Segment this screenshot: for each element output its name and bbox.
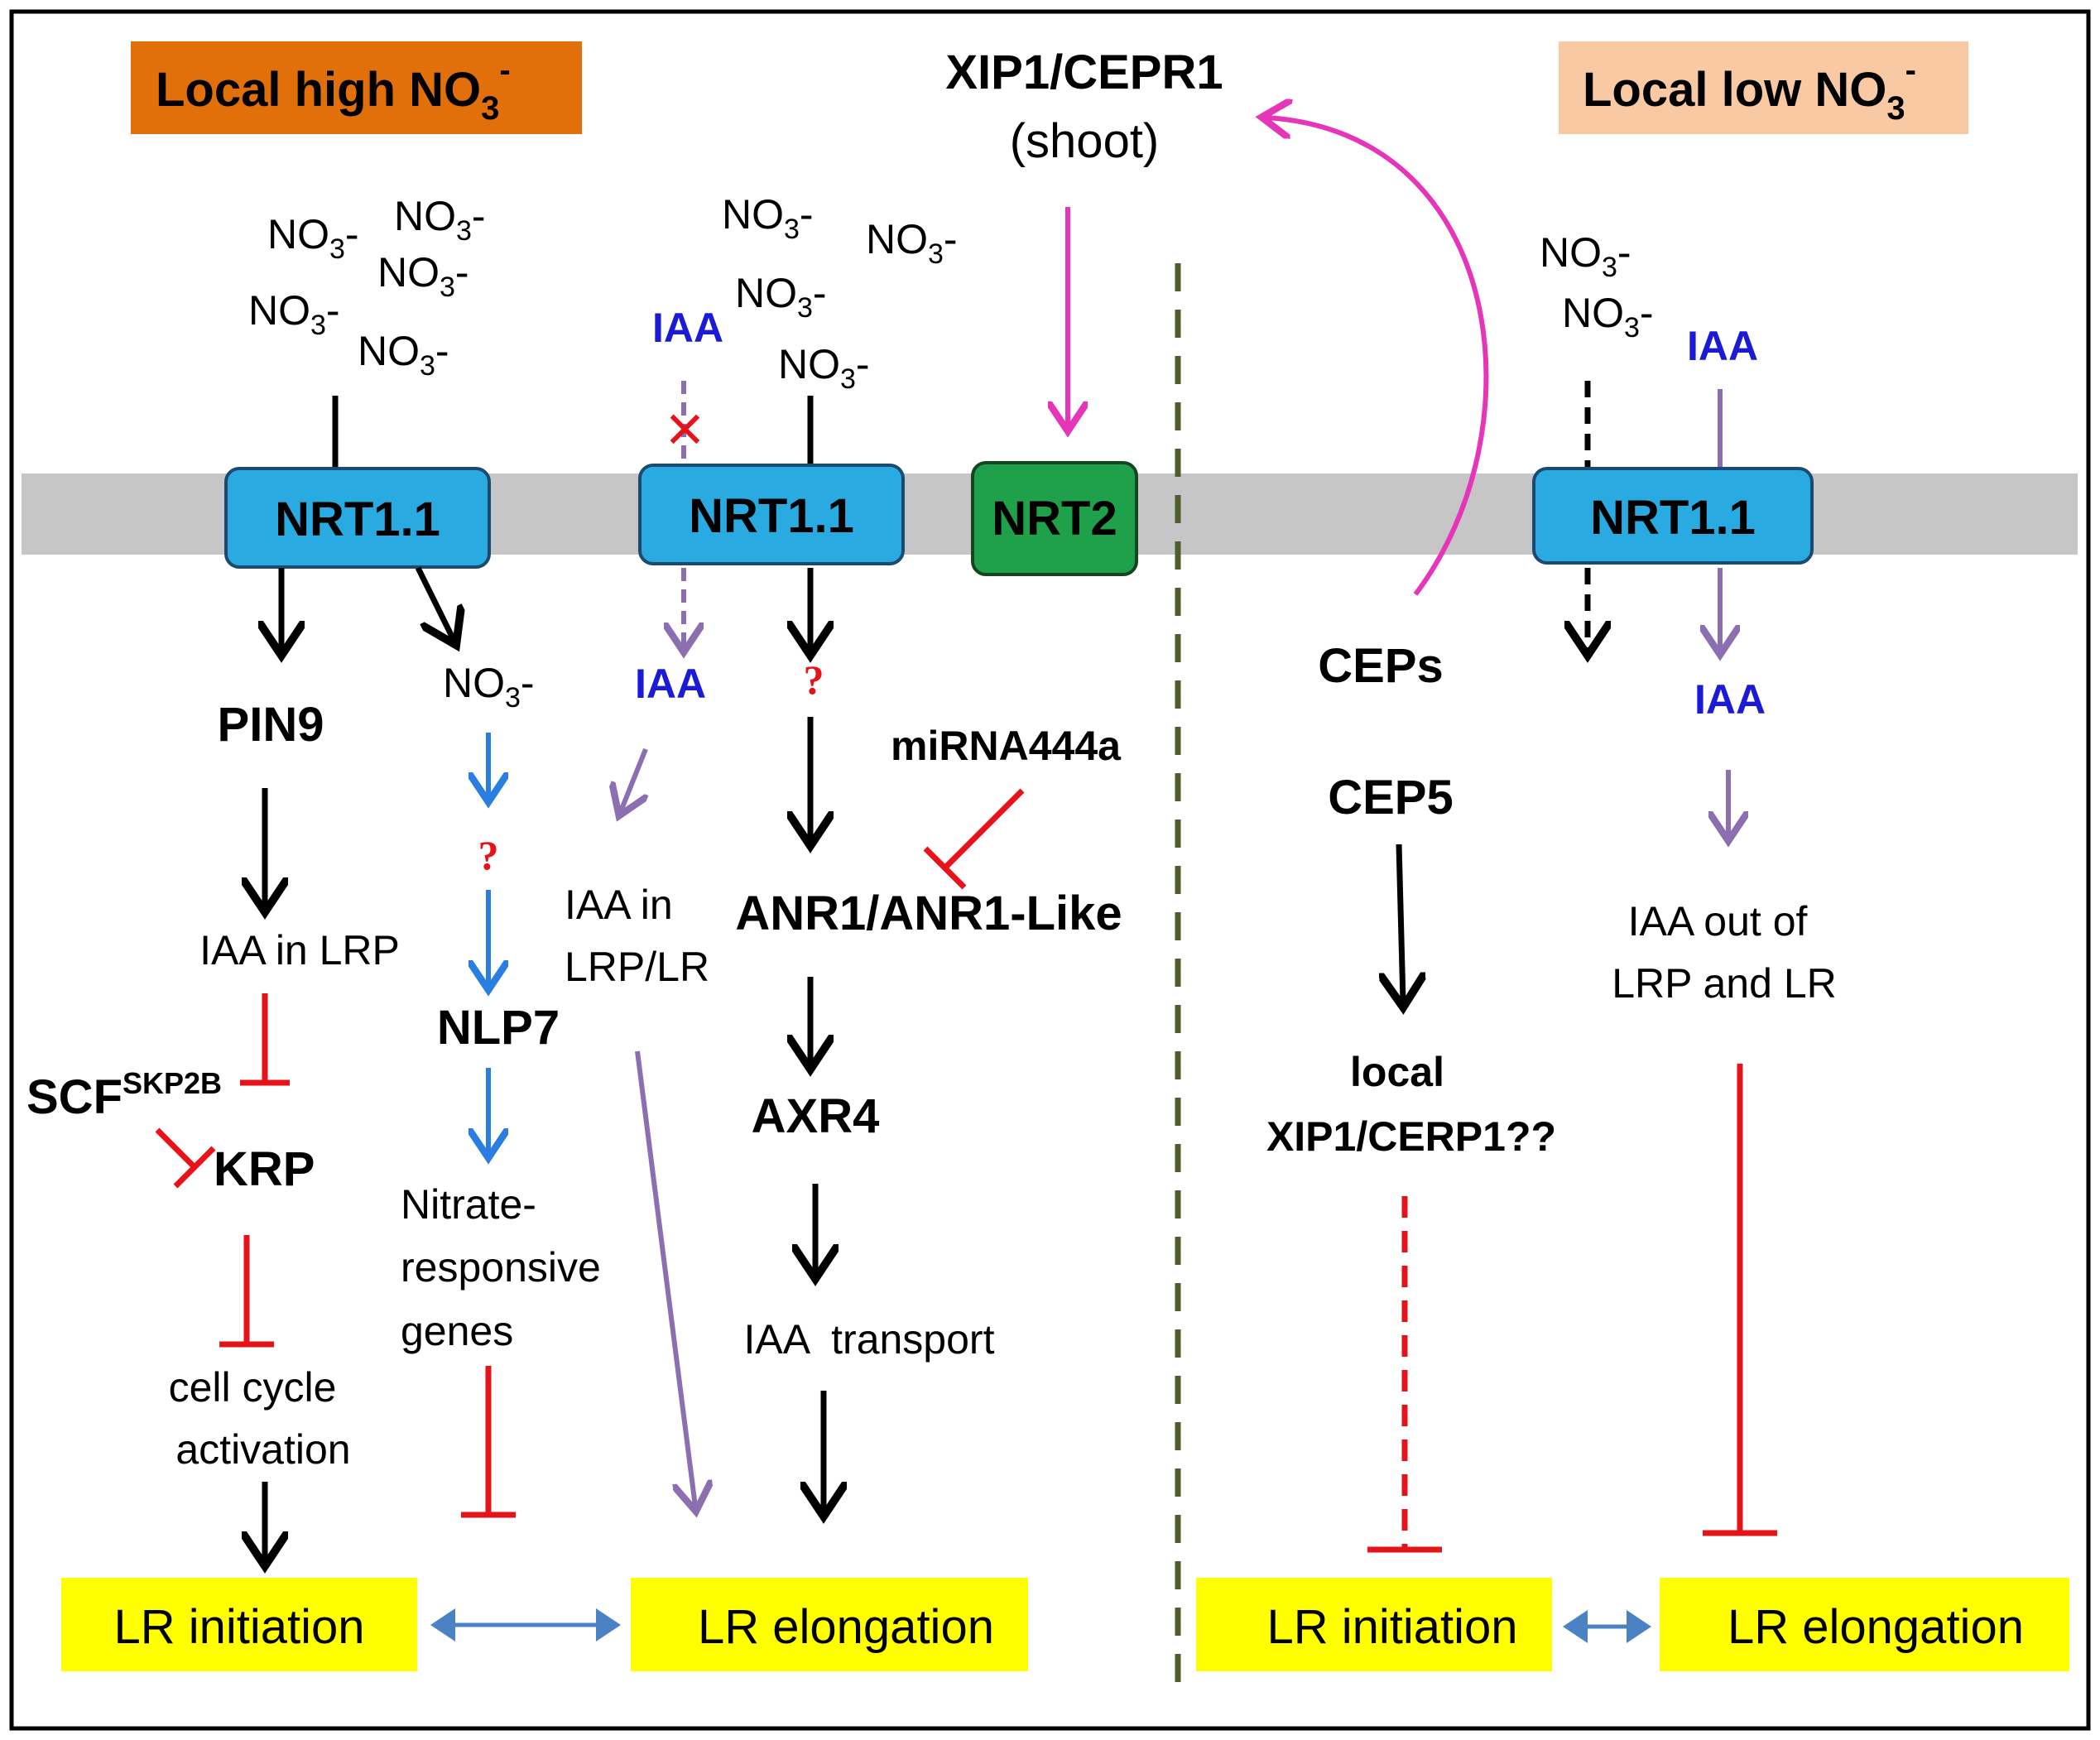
mirna-label: miRNA444a: [891, 723, 1122, 769]
cell-cycle-label-line2: activation: [175, 1426, 350, 1473]
unknown-mark-anr: ?: [804, 656, 824, 703]
genes-label-line3: genes: [401, 1308, 513, 1354]
internal-nitrate-label: NO3-: [443, 660, 535, 714]
scf-inhibits-krp-bar: [173, 1146, 216, 1189]
lr-elongation-box-low: LR elongation: [1660, 1578, 2069, 1671]
mirna-inhibits-anr1-bar: [923, 846, 967, 890]
nrt2-label: NRT2: [992, 492, 1117, 546]
nitrate-label: NO3-: [778, 341, 870, 395]
genes-label-line2: responsive: [401, 1244, 601, 1291]
local-label-line1: local: [1350, 1049, 1444, 1095]
low-no3-main: Local low NO: [1583, 63, 1886, 117]
iaa-label-right-mid: IAA: [1694, 676, 1766, 723]
iaa-label-middle: IAA: [635, 661, 706, 707]
lr-elongation-box-high: LR elongation: [631, 1578, 1028, 1671]
cep5-label: CEP5: [1328, 771, 1454, 824]
cep5-to-local-arrow: [1399, 844, 1403, 1002]
iaa-label-top-right: IAA: [1687, 323, 1758, 369]
nrt11-label: NRT1.1: [1590, 491, 1756, 545]
iaa-label-top-middle: IAA: [652, 305, 723, 351]
shoot-receptor: XIP1/CEPR1: [945, 46, 1223, 99]
iaa-transport-label: IAA transport: [744, 1316, 995, 1363]
iaa-out-label-line1: IAA out of: [1628, 898, 1808, 945]
nlp7-label: NLP7: [437, 1001, 560, 1055]
nitrate-label: NO3-: [722, 191, 814, 245]
block-cross-icon: ×: [666, 392, 704, 465]
local-label-line2: XIP1/CERP1??: [1266, 1113, 1556, 1160]
iaa-out-label-line2: LRP and LR: [1612, 960, 1836, 1007]
shoot-location: (shoot): [1010, 114, 1160, 168]
outer-frame: [9, 9, 2091, 1731]
axr4-label: AXR4: [752, 1089, 880, 1143]
unknown-mark-nitrate: ?: [478, 832, 499, 878]
nrt11-transporter-middle: NRT1.1: [638, 464, 905, 565]
nitrate-cluster-left: NO3- NO3- NO3- NO3- NO3-: [248, 193, 486, 382]
nitrate-label: NO3-: [267, 211, 359, 265]
high-no3-sup: -: [499, 52, 510, 89]
high-nitrate-header: Local high NO3-: [131, 41, 582, 134]
svg-text:Local high NO3-: Local high NO3-: [156, 52, 511, 127]
nitrate-label: NO3-: [377, 249, 469, 303]
high-no3-main: Local high NO: [156, 63, 481, 117]
low-nitrate-header: Local low NO3-: [1559, 41, 1968, 134]
iaa-in-label-line2: LRP/LR: [565, 944, 709, 990]
nrt11-to-nitrate-arrow: [415, 566, 454, 640]
iaa-lrp-to-elongation-arrow: [635, 1050, 695, 1507]
nitrate-label: NO3-: [866, 216, 958, 270]
lr-elongation-label: LR elongation: [1728, 1600, 2024, 1654]
anr1-label: ANR1/ANR1-Like: [735, 887, 1122, 940]
iaa-in-lrp-label: IAA in LRP: [199, 927, 400, 973]
pin9-label: PIN9: [218, 698, 324, 752]
krp-label: KRP: [214, 1142, 315, 1196]
cell-cycle-label-line1: cell cycle: [169, 1364, 337, 1411]
iaa-in-label-line1: IAA in: [565, 882, 673, 928]
high-no3-sub: 3: [481, 90, 499, 127]
nrt11-transporter-left: NRT1.1: [224, 467, 491, 569]
lr-initiation-label: LR initiation: [1266, 1600, 1517, 1654]
nitrate-label: NO3-: [248, 287, 340, 341]
lr-elongation-label: LR elongation: [698, 1600, 994, 1654]
lr-initiation-label: LR initiation: [113, 1600, 364, 1654]
nrt11-label: NRT1.1: [689, 489, 854, 543]
genes-label-line1: Nitrate-: [401, 1181, 536, 1228]
mirna-inhibits-anr1-line: [943, 788, 1025, 870]
nitrate-label: NO3-: [735, 270, 827, 324]
nitrate-cluster-right: NO3- NO3-: [1540, 229, 1654, 344]
low-no3-sub: 3: [1886, 90, 1905, 127]
lr-initiation-box-high: LR initiation: [61, 1578, 417, 1671]
scf-label: SCFSKP2B: [26, 1066, 222, 1124]
nrt2-transporter: NRT2: [971, 461, 1138, 576]
nitrate-label: NO3-: [1562, 290, 1654, 344]
scf-inhibits-krp-line: [155, 1127, 197, 1170]
iaa-to-lrp-arrow: [621, 747, 646, 811]
nitrate-label: NO3-: [1540, 229, 1631, 283]
nrt11-label: NRT1.1: [275, 493, 440, 546]
ceps-label: CEPs: [1318, 639, 1444, 693]
nitrate-cluster-middle: NO3- NO3- NO3- NO3-: [722, 191, 958, 395]
nitrate-label: NO3-: [394, 193, 486, 247]
svg-text:Local low NO3-: Local low NO3-: [1583, 52, 1916, 127]
nitrate-label: NO3-: [358, 328, 449, 382]
nrt11-transporter-right: NRT1.1: [1532, 467, 1814, 565]
low-no3-sup: -: [1905, 52, 1916, 89]
ceps-to-shoot-arrow: [1266, 118, 1489, 596]
lr-initiation-box-low: LR initiation: [1196, 1578, 1552, 1671]
